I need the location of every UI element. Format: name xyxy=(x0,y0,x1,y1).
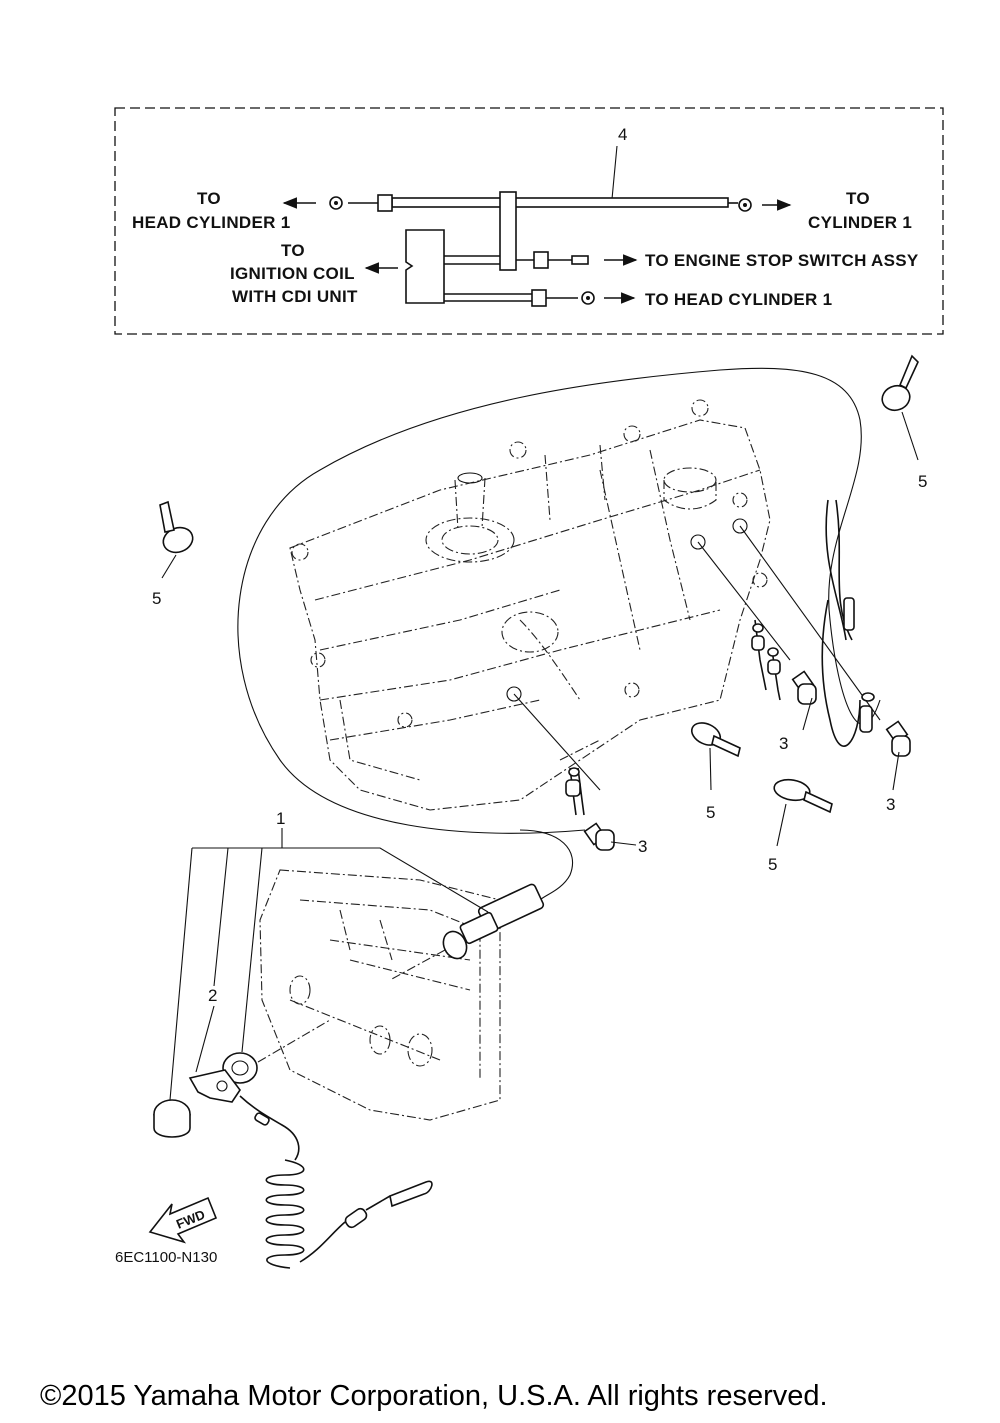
clamp-center xyxy=(690,722,741,791)
callout-1: 1 xyxy=(276,809,285,828)
callout-3-c: 3 xyxy=(886,795,895,814)
wiring-harness-box: 4 TO HEAD CYLINDER 1 xyxy=(114,107,944,335)
callout-2: 2 xyxy=(208,986,217,1005)
clamp-top-right xyxy=(881,354,919,461)
switch-nut xyxy=(222,1019,331,1084)
clamp-left xyxy=(159,500,194,579)
lead-sleeve-left xyxy=(377,194,393,212)
lanyard-coil xyxy=(239,1095,433,1269)
bolt-leader-lines xyxy=(513,525,881,791)
callout-leaders-1-2 xyxy=(169,828,489,1101)
lanyard-plate xyxy=(188,1069,241,1103)
left-label-head-cylinder: HEAD CYLINDER 1 xyxy=(132,213,290,232)
callout-numbers: 1 2 3 3 3 5 5 5 5 xyxy=(152,472,927,1005)
main-lead xyxy=(391,197,729,208)
part-number-4: 4 xyxy=(618,125,627,144)
ignition-label-to: TO xyxy=(281,241,305,260)
callout-5-a: 5 xyxy=(918,472,927,491)
switch-cap xyxy=(153,1099,191,1138)
left-label-to: TO xyxy=(197,189,221,208)
bolt-b xyxy=(791,670,817,731)
bolts xyxy=(583,670,911,851)
callout-5-d: 5 xyxy=(768,855,777,874)
head-cylinder-label: TO HEAD CYLINDER 1 xyxy=(645,290,832,309)
bolt-c xyxy=(885,720,911,791)
drawing-code: 6EC1100-N130 xyxy=(115,1249,217,1266)
callout-3-b: 3 xyxy=(779,734,788,753)
junction-clamp xyxy=(499,191,517,271)
ground-leads xyxy=(565,499,875,816)
ignition-label-cdi: WITH CDI UNIT xyxy=(232,287,358,306)
dashed-frame xyxy=(114,107,944,335)
stop-switch-label: TO ENGINE STOP SWITCH ASSY xyxy=(645,251,919,270)
engine-stop-switch xyxy=(389,829,574,981)
callout-5-c: 5 xyxy=(706,803,715,822)
engine-block-illustration xyxy=(237,367,881,834)
right-label-cylinder: CYLINDER 1 xyxy=(808,213,912,232)
right-label-to: TO xyxy=(846,189,870,208)
lower-cowling xyxy=(259,869,501,1121)
bolt-a xyxy=(583,822,637,851)
clamp-bottom xyxy=(773,778,833,847)
bullet-terminal xyxy=(571,255,589,265)
wire-clamps xyxy=(159,354,919,847)
copyright-notice: ©2015 Yamaha Motor Corporation, U.S.A. A… xyxy=(40,1380,828,1412)
fwd-arrow: FWD xyxy=(148,1196,218,1244)
ignition-label-coil: IGNITION COIL xyxy=(230,264,355,283)
engine-group-outline xyxy=(237,367,881,834)
callout-5-b: 5 xyxy=(152,589,161,608)
cdi-connector-block xyxy=(405,229,445,304)
callout-3-a: 3 xyxy=(638,837,647,856)
